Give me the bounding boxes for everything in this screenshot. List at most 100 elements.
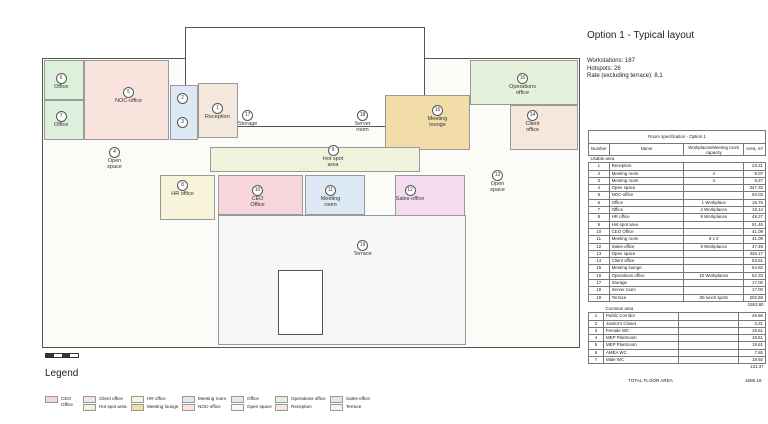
zone-terrace — [218, 215, 466, 345]
row-name: Hot spot area — [608, 220, 685, 229]
legend-item: Sales-office — [330, 396, 370, 403]
legend-swatch — [131, 396, 144, 403]
row-number: 14 — [588, 257, 610, 266]
legend-label: Office — [247, 396, 259, 401]
legend-item: Meeting room — [182, 396, 226, 403]
row-capacity — [678, 326, 739, 336]
row-name: Client office — [608, 257, 685, 266]
zone-meeting-11 — [305, 175, 365, 215]
row-capacity: 8 x 2 — [683, 235, 745, 244]
row-capacity — [683, 191, 745, 200]
legend-swatch — [330, 396, 343, 403]
row-capacity — [683, 279, 745, 288]
row-capacity: 80 lunch spots — [683, 293, 745, 302]
row-number: 10 — [588, 227, 610, 237]
row-capacity: 8 Workplaces — [683, 213, 745, 222]
row-area: 51.46 — [743, 220, 766, 229]
zone-hotspot — [210, 147, 420, 172]
row-number: 6 — [588, 348, 604, 358]
row-area: 46.66 — [738, 312, 766, 321]
legend-label: Hot spot area — [99, 404, 127, 409]
row-area: 15.61 — [738, 326, 766, 336]
col-name: Name — [608, 143, 685, 156]
row-number: 9 — [588, 220, 610, 229]
row-area: 94.03 — [743, 191, 766, 200]
row-number: 19 — [588, 293, 610, 302]
zone-noc — [84, 60, 169, 140]
row-area: 19.61 — [738, 334, 766, 343]
workstations-count: Workstations: 187 — [587, 58, 635, 64]
col-number: Number — [588, 143, 610, 156]
row-name: Public Corridor — [603, 312, 679, 321]
legend-item: Operations office — [275, 396, 326, 403]
row-name: Open space — [608, 184, 685, 193]
row-capacity — [683, 257, 745, 266]
room-label-2: 2 — [177, 93, 188, 104]
row-area: 19.61 — [738, 341, 766, 350]
row-capacity — [678, 348, 739, 358]
legend-label: Meeting lounge — [147, 404, 179, 409]
row-area: 62.33 — [743, 271, 766, 281]
row-area: 53.51 — [743, 257, 766, 266]
row-number: 17 — [588, 279, 610, 288]
row-area: 41.09 — [743, 235, 766, 244]
row-name: Female WC — [603, 326, 679, 336]
legend-item: Hot spot area — [83, 404, 127, 411]
legend-label: Meeting room — [198, 396, 227, 401]
legend-swatch — [45, 396, 58, 403]
row-number: 7 — [588, 356, 604, 365]
common-total: 131.37 — [750, 364, 764, 370]
legend-label: Operations office — [291, 396, 326, 401]
row-number: 7 — [588, 206, 610, 215]
row-capacity: 9 Workplaces — [683, 242, 745, 251]
legend-swatch — [275, 396, 288, 403]
scale-bar — [45, 353, 79, 358]
row-name: MEP Plantroom — [603, 341, 679, 350]
row-name: Server room — [608, 286, 685, 295]
usable-total: 1553.80 — [747, 301, 764, 307]
legend-label: CEO Office — [61, 396, 73, 407]
legend-swatch — [231, 396, 244, 403]
legend-swatch — [83, 396, 96, 403]
room-label-3: 3 — [177, 117, 188, 128]
row-number: 2 — [588, 319, 604, 328]
row-area: 347.32 — [743, 184, 766, 193]
row-capacity — [678, 356, 739, 365]
row-capacity — [678, 334, 739, 343]
row-area: 17.00 — [743, 286, 766, 295]
legend-item: Client office — [83, 396, 123, 403]
row-area: 9.07 — [743, 169, 766, 178]
row-number: 2 — [588, 169, 610, 178]
row-number: 4 — [588, 334, 604, 343]
row-name: Office — [608, 198, 685, 208]
legend-item: Open space — [231, 404, 272, 411]
row-name: NOC-office — [608, 191, 685, 200]
legend-label: Terrace — [346, 404, 362, 409]
row-number: 12 — [588, 242, 610, 251]
legend-swatch — [83, 404, 96, 411]
row-area: 7.65 — [738, 348, 766, 358]
legend-label: HR office — [147, 396, 166, 401]
legend-item: HR office — [131, 396, 166, 403]
row-capacity: 10 Workplaces — [683, 271, 745, 281]
